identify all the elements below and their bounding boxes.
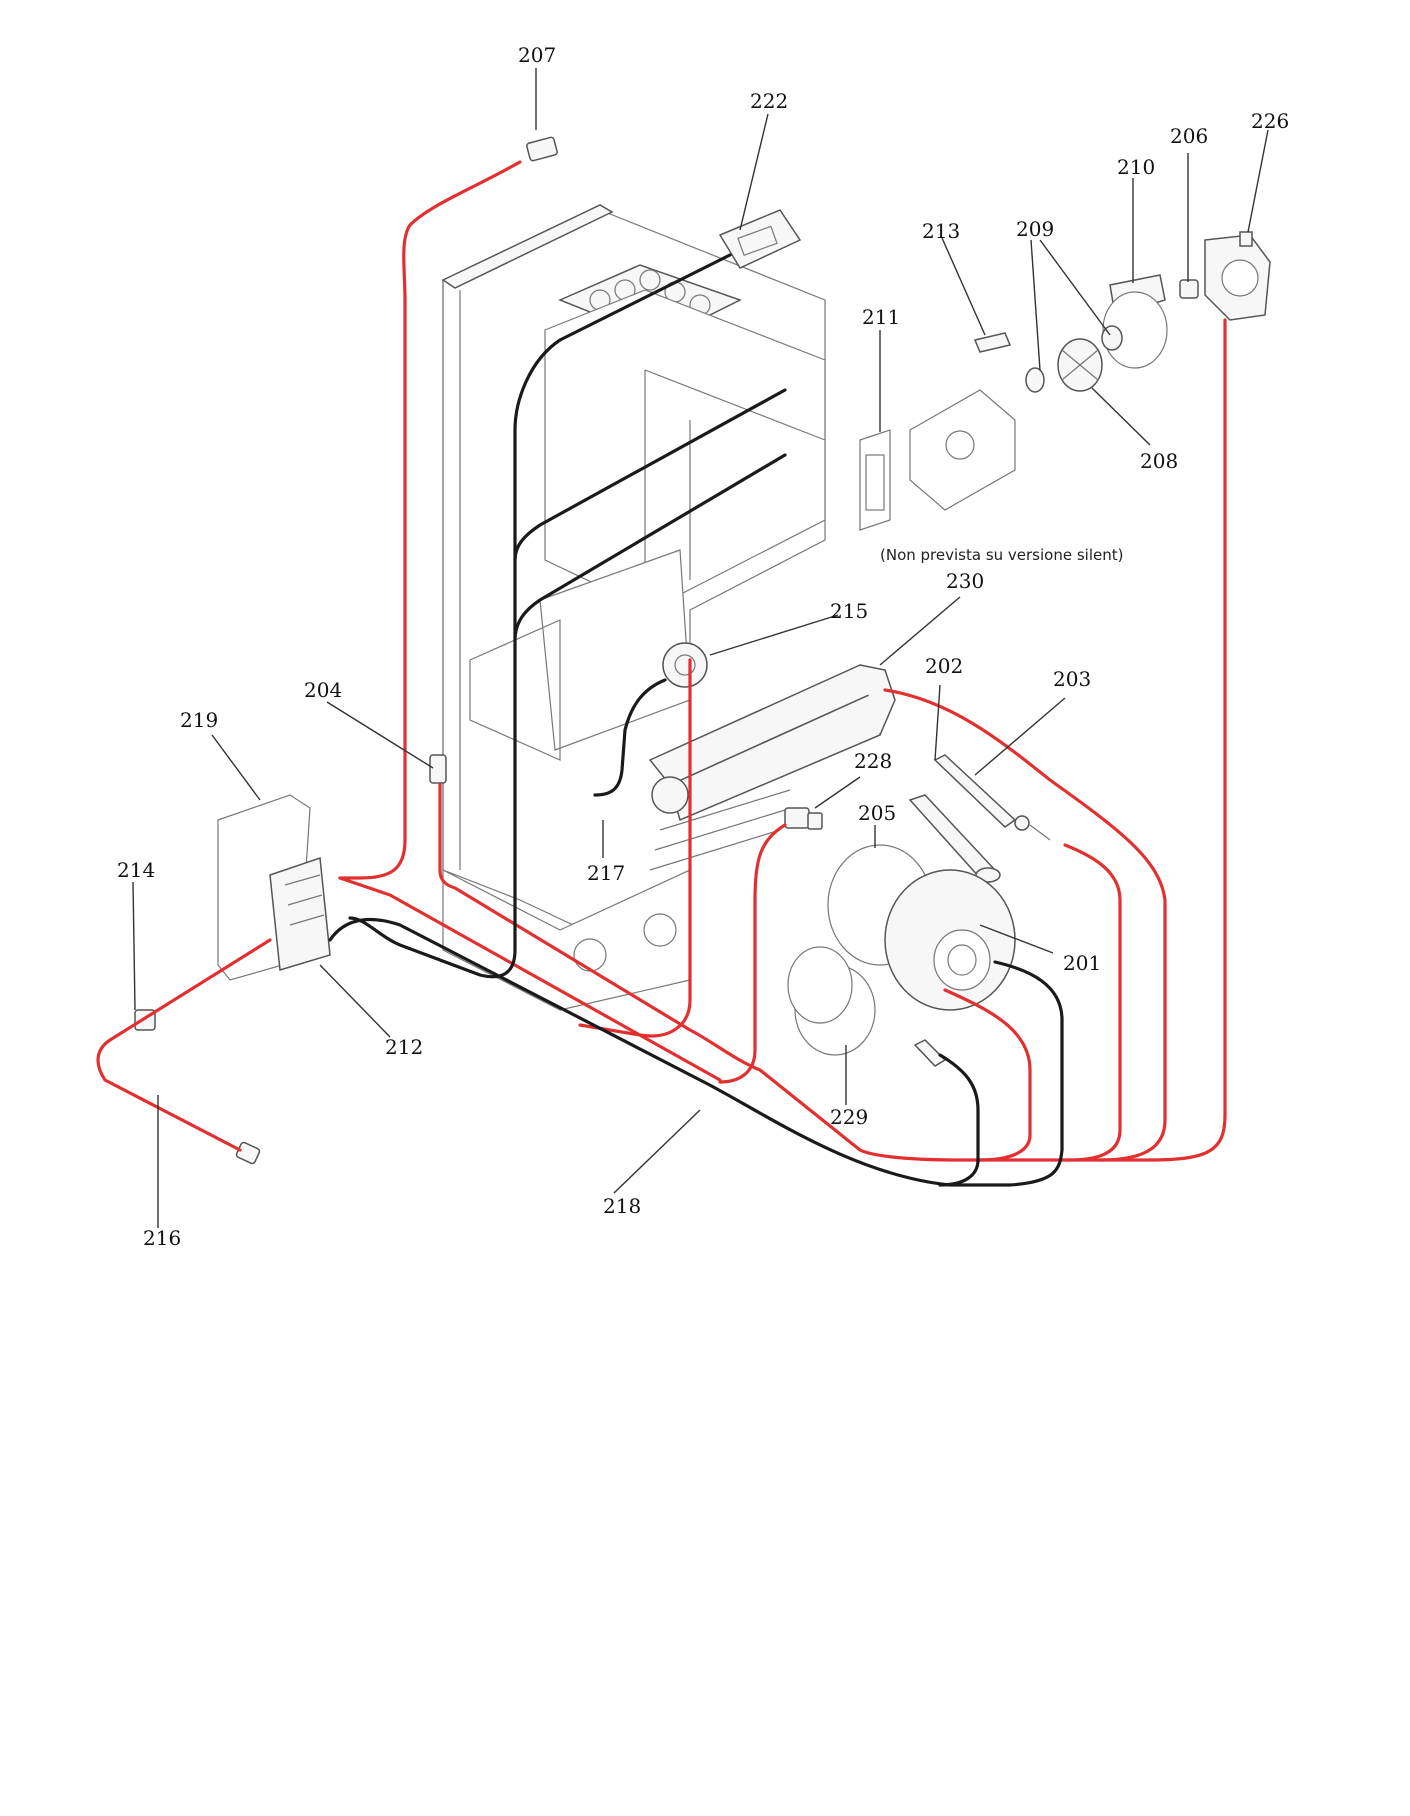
black-wiring — [328, 253, 1064, 1187]
callout-204: 204 — [304, 678, 342, 702]
callout-229: 229 — [830, 1105, 868, 1129]
callout-222: 222 — [750, 89, 788, 113]
leader-lines — [132, 68, 1269, 1228]
callout-205: 205 — [858, 801, 896, 825]
thermostat-207 — [526, 136, 558, 162]
bracket-213 — [973, 332, 1012, 353]
callout-209: 209 — [1016, 217, 1054, 241]
callout-210: 210 — [1117, 155, 1155, 179]
callout-203: 203 — [1053, 667, 1091, 691]
impeller-208 — [1057, 338, 1103, 392]
probe-203 — [933, 754, 1051, 841]
auger-tube-230 — [648, 664, 896, 822]
callout-219: 219 — [180, 708, 218, 732]
gasket-211 — [859, 429, 891, 531]
power-plug-216 — [235, 1141, 261, 1165]
callout-215: 215 — [830, 599, 868, 623]
switch-204 — [429, 754, 447, 784]
callout-211: 211 — [862, 305, 900, 329]
fan-housing-210 — [1101, 274, 1168, 369]
blower-229 — [787, 946, 876, 1056]
exhaust-fan-201 — [884, 869, 1016, 1011]
probe-tip — [913, 1039, 947, 1067]
fan-bracket — [909, 389, 1016, 511]
callout-labels: 207 222 226 206 210 213 209 211 208 (Non… — [117, 43, 1289, 1250]
callout-228: 228 — [854, 749, 892, 773]
pressure-switch-215 — [662, 642, 708, 688]
control-display-222 — [718, 209, 802, 269]
callout-230: 230 — [946, 569, 984, 593]
callout-217: 217 — [587, 861, 625, 885]
callout-201: 201 — [1063, 951, 1101, 975]
callout-202: 202 — [925, 654, 963, 678]
callout-218: 218 — [603, 1194, 641, 1218]
red-wiring — [96, 160, 1227, 1162]
callout-212: 212 — [385, 1035, 423, 1059]
callout-216: 216 — [143, 1226, 181, 1250]
callout-208: 208 — [1140, 449, 1178, 473]
sensor-228 — [784, 807, 823, 830]
control-board-212 — [269, 856, 331, 971]
stove-body — [441, 204, 826, 1011]
callout-226: 226 — [1251, 109, 1289, 133]
callout-214: 214 — [117, 858, 155, 882]
seal-209 — [1025, 367, 1045, 393]
motor-226 — [1204, 231, 1271, 321]
callout-207: 207 — [518, 43, 556, 67]
note-silent-version: (Non prevista su versione silent) — [880, 546, 1123, 564]
callout-213: 213 — [922, 219, 960, 243]
callout-206: 206 — [1170, 124, 1208, 148]
bushing-206 — [1179, 279, 1199, 299]
